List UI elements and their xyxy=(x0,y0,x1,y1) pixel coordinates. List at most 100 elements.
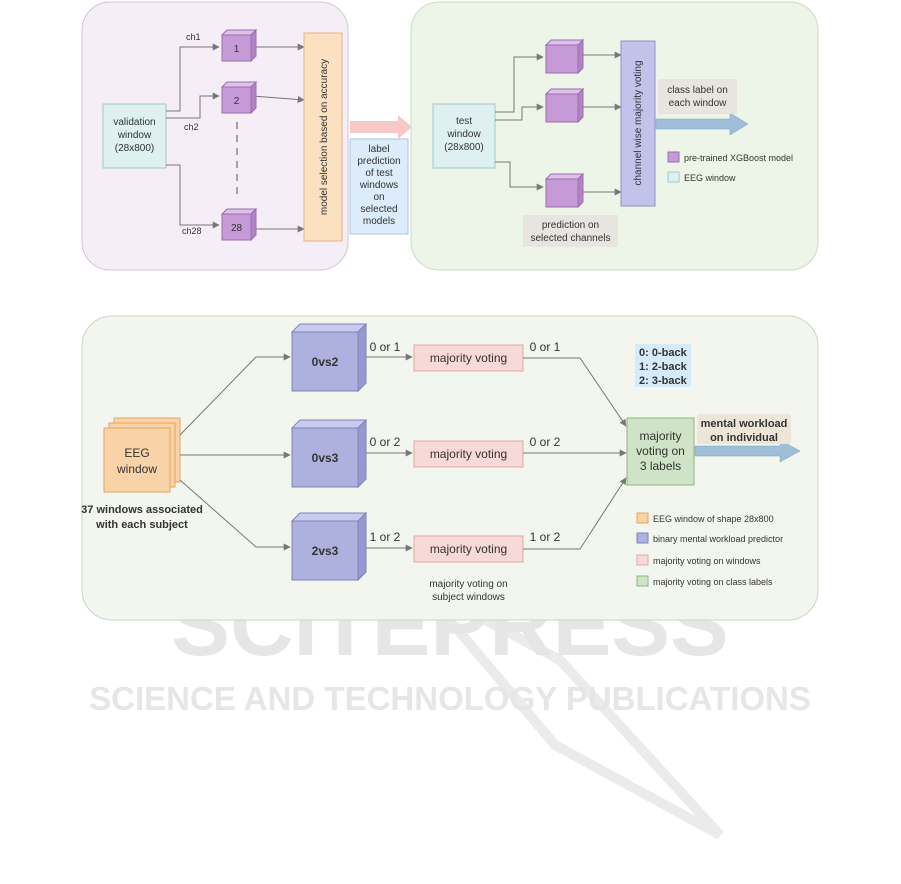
svg-text:prediction on: prediction on xyxy=(542,220,599,231)
watermark-sub: SCIENCE AND TECHNOLOGY PUBLICATIONS xyxy=(89,680,811,717)
majority-connectors xyxy=(523,357,627,550)
svg-text:2: 3-back: 2: 3-back xyxy=(639,375,688,387)
class-label-arrow xyxy=(655,112,749,136)
eeg-caption-line-2: with each subject xyxy=(95,519,188,531)
predictor-output-1: 0 or 1 xyxy=(370,340,401,354)
svg-text:class label on: class label on xyxy=(667,85,728,96)
eeg-connectors xyxy=(179,353,291,551)
legend-swatch-xgboost xyxy=(667,151,680,163)
eeg-window-stack: EEG window xyxy=(103,417,181,493)
transfer-arrow xyxy=(350,115,412,139)
svg-text:majority voting: majority voting xyxy=(430,542,507,556)
svg-text:1: 1 xyxy=(234,44,240,55)
majority-voting-box-3: majority voting xyxy=(413,535,524,563)
svg-text:voting on: voting on xyxy=(636,444,685,458)
model-cube-1: 1 xyxy=(220,28,258,63)
svg-text:validation: validation xyxy=(113,117,155,128)
model-selection-bar: model selection based on accuracy xyxy=(303,32,343,242)
svg-text:2: 2 xyxy=(234,96,240,107)
svg-text:mental workload: mental workload xyxy=(701,418,788,430)
svg-text:(28x800): (28x800) xyxy=(444,142,483,153)
test-cube-3 xyxy=(544,172,585,209)
legend-eeg-window: EEG window xyxy=(684,173,736,183)
majority-voting-box-1: majority voting xyxy=(413,344,524,372)
test-window-box: test window (28x800) xyxy=(432,103,496,169)
channel-label-1: ch1 xyxy=(186,32,201,42)
top-left-panel xyxy=(81,1,349,271)
label-key: 0: 0-back 1: 2-back 2: 3-back xyxy=(635,344,691,387)
legend-swatch-eeg xyxy=(667,171,680,183)
top-right-panel xyxy=(410,1,819,271)
legend-majority-labels: majority voting on class labels xyxy=(653,577,773,587)
test-cube-2 xyxy=(544,87,585,124)
test-cube-1 xyxy=(544,38,585,75)
bottom-legend: EEG window of shape 28x800 binary mental… xyxy=(636,512,783,587)
svg-text:0: 0-back: 0: 0-back xyxy=(639,347,688,359)
final-voting-box: majority voting on 3 labels xyxy=(626,417,695,486)
channel-label-2: ch2 xyxy=(184,122,199,132)
voting-output-3: 1 or 2 xyxy=(530,530,561,544)
top-legend: pre-trained XGBoost model EEG window xyxy=(667,151,793,183)
svg-text:on: on xyxy=(373,192,384,203)
majority-caption-line-2: subject windows xyxy=(432,592,505,603)
svg-text:channel wise majority voting: channel wise majority voting xyxy=(633,60,644,185)
majority-voting-box-2: majority voting xyxy=(413,440,524,468)
legend-swatch-binary xyxy=(636,532,649,544)
legend-eeg-shape: EEG window of shape 28x800 xyxy=(653,514,774,524)
svg-text:on individual: on individual xyxy=(710,432,778,444)
majority-caption-line-1: majority voting on xyxy=(429,579,507,590)
legend-majority-windows: majority voting on windows xyxy=(653,556,761,566)
legend-swatch-eeg-shape xyxy=(636,512,649,524)
svg-text:window: window xyxy=(116,462,157,476)
bottom-panel xyxy=(81,315,819,621)
svg-text:test: test xyxy=(456,116,472,127)
svg-text:windows: windows xyxy=(359,180,398,191)
channel-label-28: ch28 xyxy=(182,226,202,236)
legend-xgboost: pre-trained XGBoost model xyxy=(684,153,793,163)
validation-connectors xyxy=(166,43,305,233)
legend-binary-predictor: binary mental workload predictor xyxy=(653,534,783,544)
svg-text:window: window xyxy=(117,130,152,141)
svg-text:selected: selected xyxy=(360,204,397,215)
model-cube-28: 28 xyxy=(220,207,258,242)
svg-text:majority voting: majority voting xyxy=(430,447,507,461)
svg-text:EEG: EEG xyxy=(124,446,149,460)
svg-text:2vs3: 2vs3 xyxy=(312,544,339,558)
svg-text:of test: of test xyxy=(365,168,392,179)
final-output-arrow xyxy=(694,439,801,463)
label-prediction-box: label prediction of test windows on sele… xyxy=(349,138,409,235)
svg-text:(28x800): (28x800) xyxy=(115,143,154,154)
predictor-output-3: 1 or 2 xyxy=(370,530,401,544)
predictor-0vs2: 0vs2 xyxy=(290,322,368,393)
model-cube-2: 2 xyxy=(220,80,258,115)
legend-swatch-majority-windows xyxy=(636,554,649,566)
test-connectors xyxy=(495,51,622,196)
svg-text:prediction: prediction xyxy=(357,156,400,167)
predictor-0vs3: 0vs3 xyxy=(290,418,368,489)
svg-text:0vs3: 0vs3 xyxy=(312,451,339,465)
svg-text:28: 28 xyxy=(231,223,243,234)
predictor-output-2: 0 or 2 xyxy=(370,435,401,449)
svg-text:1: 2-back: 1: 2-back xyxy=(639,361,688,373)
svg-text:majority voting: majority voting xyxy=(430,351,507,365)
watermark-swoosh xyxy=(416,580,724,840)
prediction-note: prediction on selected channels xyxy=(523,215,618,247)
legend-swatch-majority-labels xyxy=(636,575,649,587)
svg-text:label: label xyxy=(368,144,389,155)
class-label-note: class label on each window xyxy=(658,79,737,114)
voting-output-1: 0 or 1 xyxy=(530,340,561,354)
svg-text:each window: each window xyxy=(669,98,728,109)
eeg-caption-line-1: 37 windows associated xyxy=(81,504,203,516)
svg-text:majority: majority xyxy=(639,429,681,443)
svg-text:window: window xyxy=(446,129,481,140)
svg-text:selected channels: selected channels xyxy=(530,233,610,244)
svg-text:0vs2: 0vs2 xyxy=(312,355,339,369)
svg-text:model selection based on accur: model selection based on accuracy xyxy=(319,59,330,215)
svg-text:models: models xyxy=(363,216,395,227)
channel-voting-bar: channel wise majority voting xyxy=(620,40,656,207)
predictor-connectors xyxy=(366,353,413,552)
svg-text:3 labels: 3 labels xyxy=(640,459,681,473)
final-output-note: mental workload on individual xyxy=(697,414,791,444)
validation-window-box: validation window (28x800) xyxy=(102,103,167,169)
